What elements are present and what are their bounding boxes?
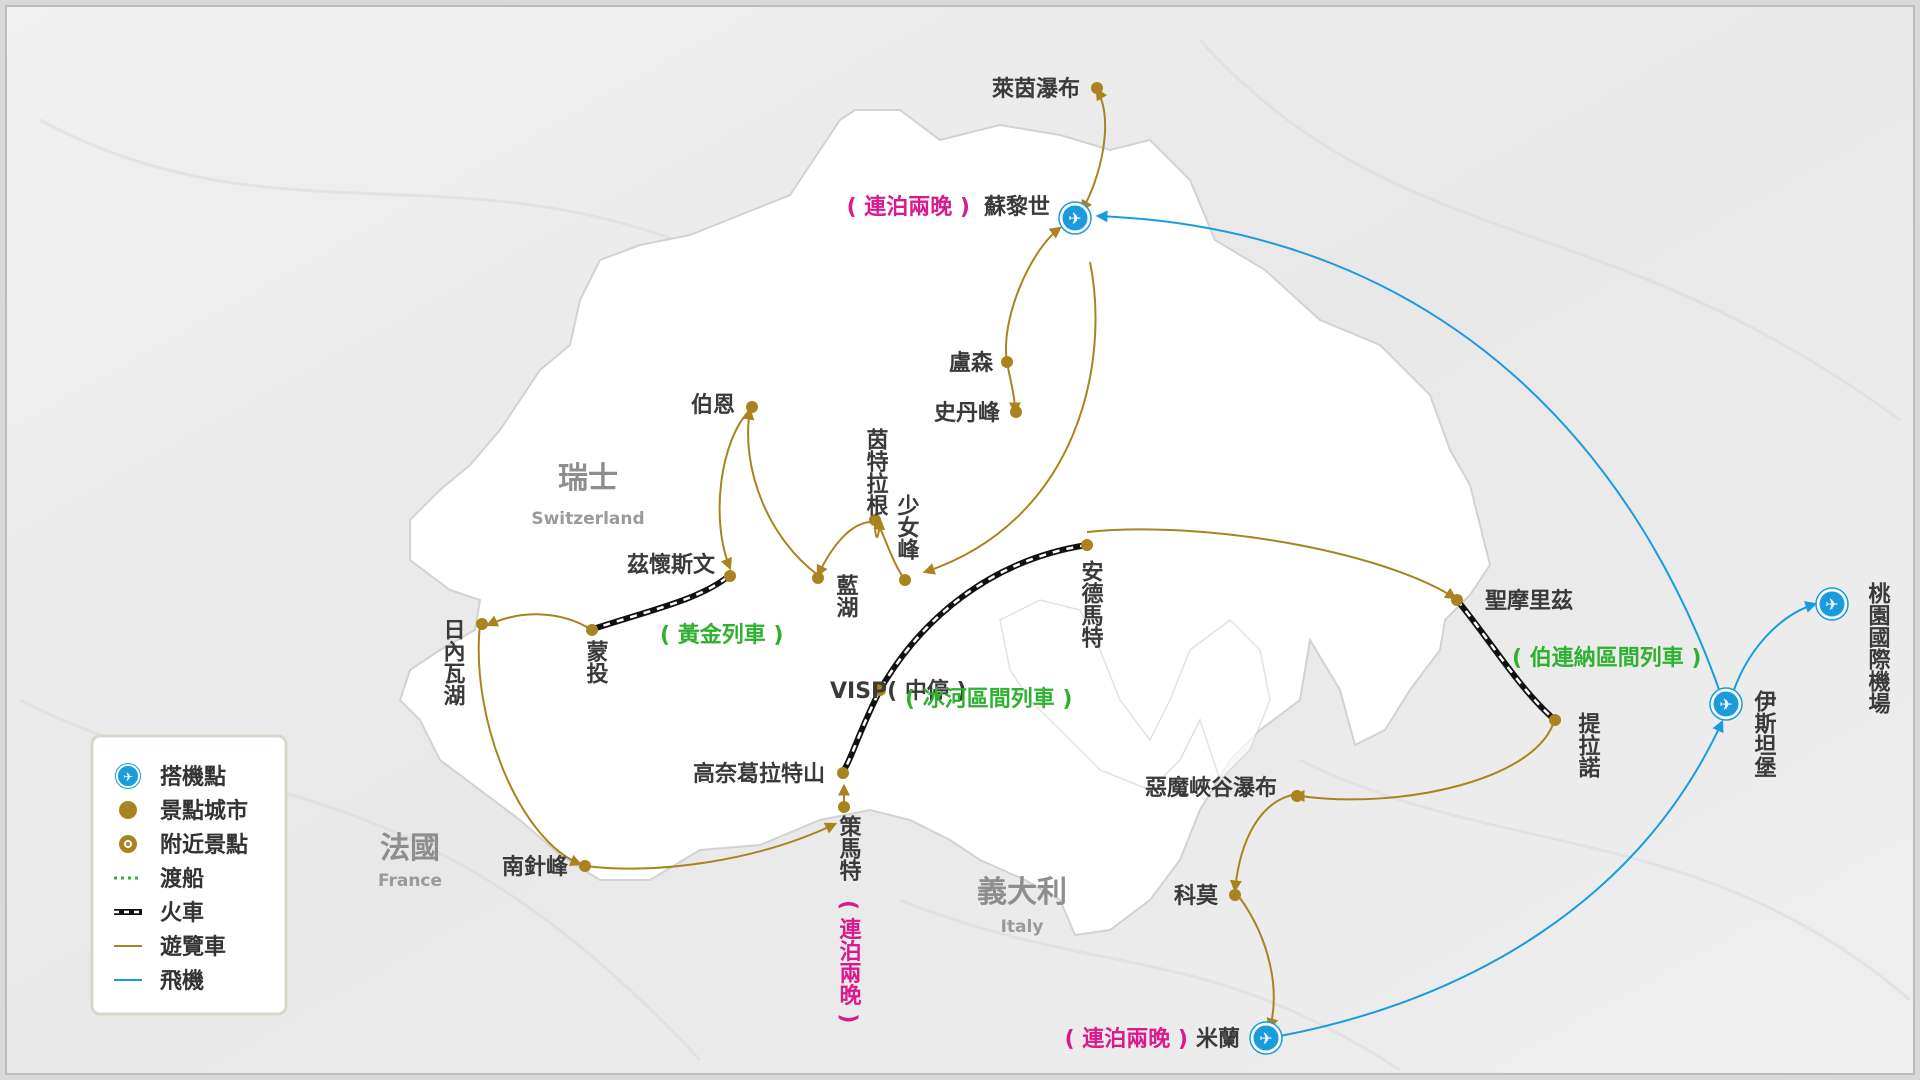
- city-dot: [1010, 406, 1022, 418]
- train-label-glacier: ( 冰河區間列車 ): [905, 687, 1072, 712]
- city-label-bern: 伯恩: [691, 392, 735, 418]
- italy-en-label: Italy: [1001, 917, 1044, 937]
- city-dot: [1081, 539, 1093, 551]
- city-dot: [724, 570, 736, 582]
- city-label-chamonix: 策馬特: [836, 814, 862, 882]
- city-label-jungfrau: 少女峰: [894, 494, 921, 561]
- city-dot: [1451, 594, 1463, 606]
- plane-routes: [1095, 210, 1818, 1037]
- legend-airport-icon: ✈: [115, 763, 141, 789]
- legend-label: 附近景點: [160, 832, 248, 858]
- airport-icon: ✈: [1058, 201, 1092, 235]
- city-dot: [837, 767, 849, 779]
- city-label-zurich: 蘇黎世: [983, 194, 1050, 220]
- city-label-blue-lake: 藍湖: [833, 574, 859, 619]
- city-dot: [579, 860, 591, 872]
- svg-text:✈: ✈: [1068, 209, 1081, 228]
- airport-markers: ✈ ✈ ✈ ✈: [1058, 201, 1849, 1055]
- train-routes: [589, 542, 1557, 778]
- city-dot: [586, 624, 598, 636]
- city-dot: [869, 514, 881, 526]
- city-label-zweisimmen: 茲懷斯文: [627, 552, 716, 578]
- train-label-golden-pass: ( 黃金列車 ): [660, 622, 783, 648]
- city-label-aiguille: 南針峰: [502, 854, 569, 880]
- city-markers: [476, 82, 1561, 901]
- city-dot: [874, 684, 886, 696]
- legend-city-dot: [119, 801, 137, 819]
- italy-label: 義大利: [977, 875, 1067, 910]
- bus-routes: [477, 87, 1556, 1031]
- city-label-rhine-falls: 萊茵瀑布: [992, 76, 1080, 102]
- city-label-taoyuan: 桃園國際機場: [1865, 582, 1891, 715]
- legend-label: 火車: [160, 901, 204, 926]
- city-dot: [1091, 82, 1103, 94]
- legend-label: 渡船: [160, 866, 204, 892]
- stay-label-zermatt: ( 連泊兩晚 ): [836, 900, 862, 1023]
- city-label-istanbul: 伊斯坦堡: [1751, 689, 1778, 778]
- city-label-stanserhorn: 史丹峰: [934, 401, 1001, 426]
- france-label: 法國: [380, 831, 440, 866]
- city-dot: [812, 572, 824, 584]
- city-label-geneva: 日內瓦湖: [440, 618, 466, 707]
- city-dot: [1001, 356, 1013, 368]
- stay-label-milan: ( 連泊兩晚 ): [1065, 1027, 1188, 1052]
- city-dot: [838, 801, 850, 813]
- city-dot: [1229, 889, 1241, 901]
- city-label-como: 科莫: [1174, 884, 1219, 909]
- city-dot: [476, 618, 488, 630]
- svg-text:✈: ✈: [123, 770, 133, 784]
- train-label-bernina: ( 伯連納區間列車 ): [1512, 645, 1701, 671]
- airport-icon: ✈: [1709, 687, 1743, 721]
- legend-label: 遊覽車: [160, 934, 226, 960]
- city-dot: [899, 574, 911, 586]
- stay-label-zurich: ( 連泊兩晚 ): [847, 195, 970, 220]
- city-dot: [1549, 714, 1561, 726]
- city-label-acqua-fraggia: 惡魔峽谷瀑布: [1145, 775, 1277, 801]
- legend-label: 景點城市: [160, 798, 248, 824]
- legend-label: 飛機: [160, 969, 204, 994]
- france-en-label: France: [378, 871, 442, 891]
- switzerland-label: 瑞士: [558, 461, 618, 496]
- city-dot: [746, 401, 758, 413]
- airport-icon: ✈: [1815, 587, 1849, 621]
- city-label-interlaken: 茵特拉根: [863, 428, 889, 517]
- airport-icon: ✈: [1249, 1021, 1283, 1055]
- svg-text:✈: ✈: [1259, 1029, 1272, 1048]
- city-label-st-moritz: 聖摩里茲: [1485, 588, 1573, 614]
- city-label-andermatt: 安德馬特: [1078, 559, 1104, 649]
- city-label-milan: 米蘭: [1196, 1027, 1240, 1052]
- city-label-lucerne: 盧森: [949, 350, 994, 376]
- legend-label: 搭機點: [160, 765, 226, 790]
- city-label-montreux: 蒙投: [583, 640, 609, 685]
- neighbor-outline: [999, 599, 1271, 791]
- legend-nearby-icon: [119, 835, 137, 853]
- city-label-gornergrat: 高奈葛拉特山: [693, 761, 825, 787]
- svg-text:✈: ✈: [1719, 695, 1732, 714]
- switzerland-en-label: Switzerland: [531, 509, 644, 529]
- legend: ✈ 搭機點 景點城市 附近景點 渡船 火車 遊覽車 飛機: [90, 734, 288, 1016]
- city-label-tirano: 提拉諾: [1575, 711, 1601, 778]
- svg-text:✈: ✈: [1825, 595, 1838, 614]
- city-dot: [1291, 790, 1303, 802]
- city-label-visp: VISP( 中停 ): [830, 678, 967, 704]
